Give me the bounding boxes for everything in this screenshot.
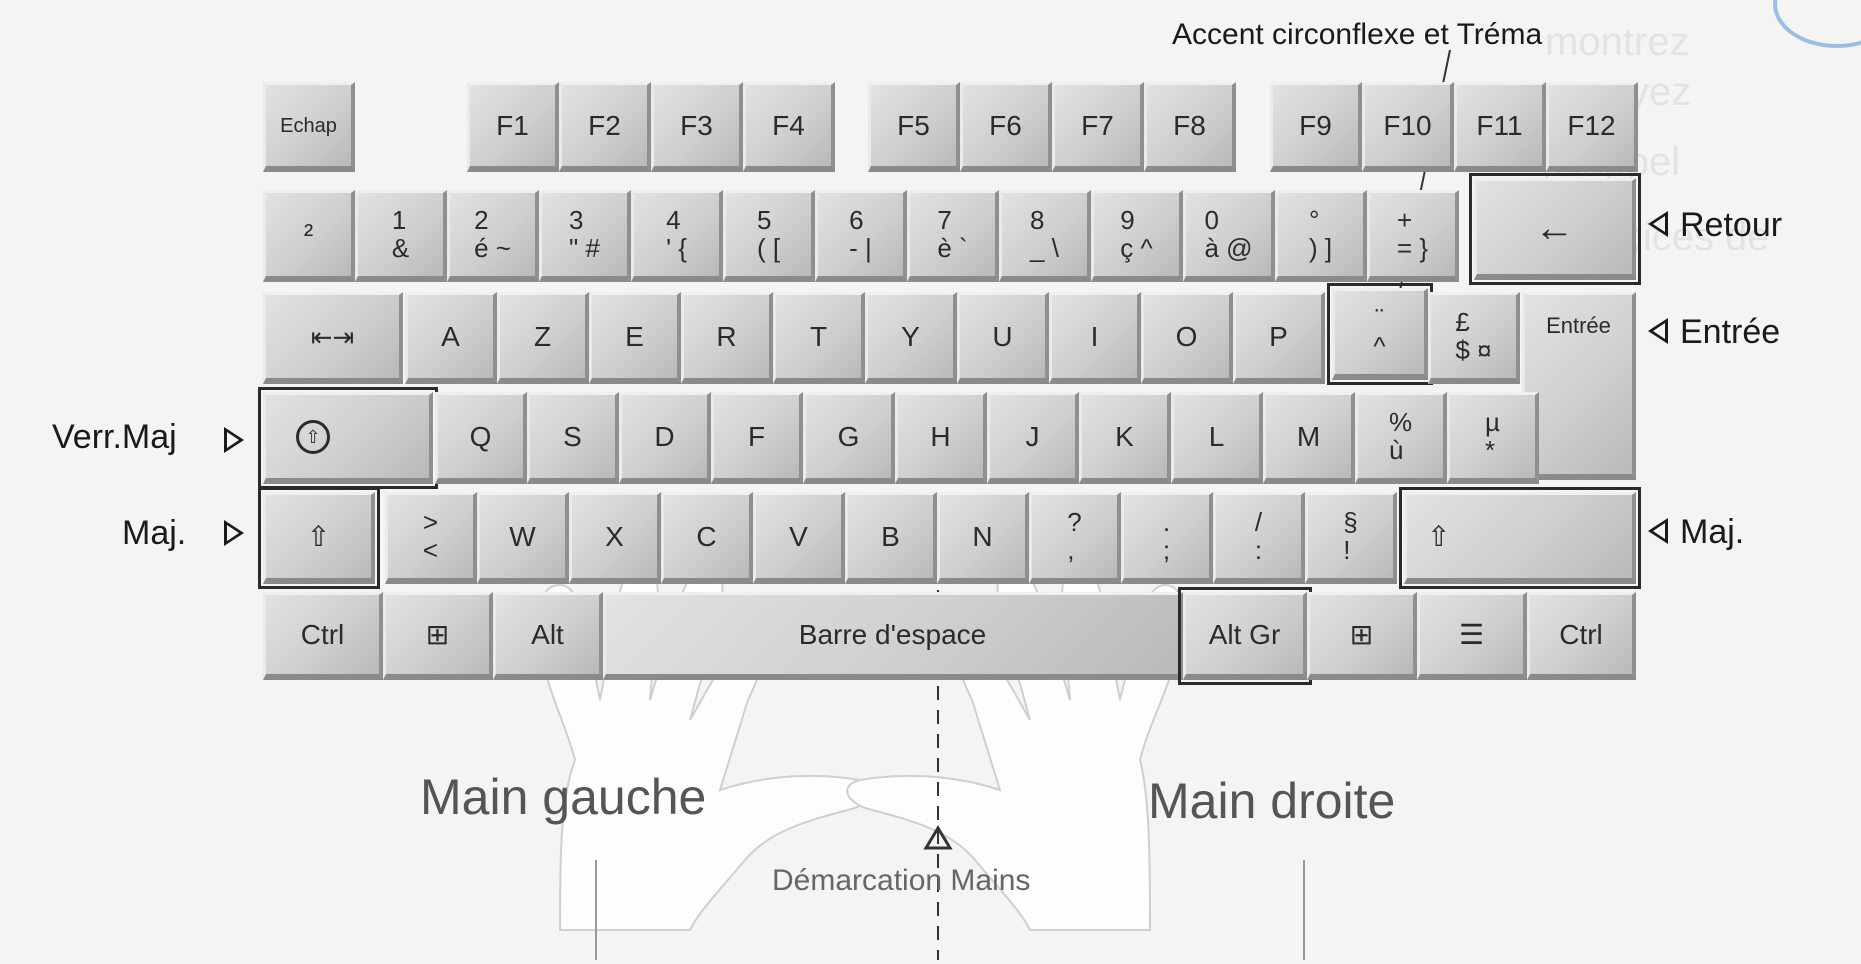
key-degree: °) ] bbox=[1275, 190, 1367, 282]
key-slash: /: bbox=[1213, 492, 1305, 584]
key-f8: F8 bbox=[1144, 82, 1236, 172]
key-8: 8_ \ bbox=[999, 190, 1091, 282]
key-6: 6- | bbox=[815, 190, 907, 282]
key-i: I bbox=[1049, 292, 1141, 384]
windows-icon: ⊞ bbox=[426, 621, 449, 649]
key-d: D bbox=[619, 392, 711, 484]
key-1: 1& bbox=[355, 190, 447, 282]
key-win-right: ⊞ bbox=[1307, 592, 1417, 680]
key-w: W bbox=[477, 492, 569, 584]
main-gauche-label: Main gauche bbox=[420, 768, 706, 826]
key-5: 5( [ bbox=[723, 190, 815, 282]
key-menu: ☰ bbox=[1417, 592, 1527, 680]
maj-right-arrow-icon bbox=[1648, 518, 1668, 544]
key-4: 4' { bbox=[631, 190, 723, 282]
main-droite-label: Main droite bbox=[1148, 772, 1395, 830]
key-f1: F1 bbox=[467, 82, 559, 172]
key-f2: F2 bbox=[559, 82, 651, 172]
key-space: Barre d'espace bbox=[603, 592, 1183, 680]
key-shift-left: ⇧ bbox=[263, 492, 375, 584]
key-c: C bbox=[661, 492, 753, 584]
key-f9: F9 bbox=[1270, 82, 1362, 172]
menu-icon: ☰ bbox=[1459, 621, 1484, 649]
key-v: V bbox=[753, 492, 845, 584]
key-a: A bbox=[405, 292, 497, 384]
key-t: T bbox=[773, 292, 865, 384]
key-s: S bbox=[527, 392, 619, 484]
key-shift-right: ⇧ bbox=[1404, 492, 1636, 584]
key-superscript2: ² bbox=[263, 190, 355, 282]
key-percent: %ù bbox=[1355, 392, 1447, 484]
verr-maj-arrow-icon bbox=[224, 427, 244, 453]
retour-arrow-icon bbox=[1648, 211, 1668, 237]
key-y: Y bbox=[865, 292, 957, 384]
key-echap: Echap bbox=[263, 82, 355, 172]
key-question: ?, bbox=[1029, 492, 1121, 584]
key-e: E bbox=[589, 292, 681, 384]
key-f3: F3 bbox=[651, 82, 743, 172]
key-f7: F7 bbox=[1052, 82, 1144, 172]
key-enter: Entrée bbox=[1522, 292, 1636, 480]
maj-left-label: Maj. bbox=[122, 514, 186, 553]
key-r: R bbox=[681, 292, 773, 384]
key-3: 3" # bbox=[539, 190, 631, 282]
key-ctrl-right: Ctrl bbox=[1527, 592, 1636, 680]
key-dot: .; bbox=[1121, 492, 1213, 584]
tab-icon: ⇤⇥ bbox=[311, 324, 355, 350]
verr-maj-label: Verr.Maj bbox=[52, 418, 177, 457]
key-win-left: ⊞ bbox=[383, 592, 493, 680]
key-pound: £$ ¤ bbox=[1428, 292, 1520, 384]
key-circumflex: ¨^ bbox=[1332, 288, 1428, 380]
accent-label: Accent circonflexe et Tréma bbox=[1172, 18, 1542, 52]
key-l: L bbox=[1171, 392, 1263, 484]
demarcation-label: Démarcation Mains bbox=[772, 864, 1030, 898]
key-p: P bbox=[1233, 292, 1325, 384]
maj-left-arrow-icon bbox=[224, 520, 244, 546]
maj-right-label: Maj. bbox=[1680, 513, 1744, 552]
shift-right-icon: ⇧ bbox=[1427, 523, 1450, 551]
key-h: H bbox=[895, 392, 987, 484]
key-f4: F4 bbox=[743, 82, 835, 172]
key-angle: >< bbox=[385, 492, 477, 584]
key-f10: F10 bbox=[1362, 82, 1454, 172]
key-capslock: ⇧ bbox=[263, 392, 433, 484]
shift-left-icon: ⇧ bbox=[307, 523, 330, 551]
key-o: O bbox=[1141, 292, 1233, 384]
entree-arrow-icon bbox=[1648, 318, 1668, 344]
key-section: §! bbox=[1305, 492, 1397, 584]
key-z: Z bbox=[497, 292, 589, 384]
key-plus: += } bbox=[1367, 190, 1459, 282]
key-j: J bbox=[987, 392, 1079, 484]
key-alt: Alt bbox=[493, 592, 603, 680]
key-k: K bbox=[1079, 392, 1171, 484]
key-backspace: ← bbox=[1474, 178, 1636, 280]
key-b: B bbox=[845, 492, 937, 584]
capslock-icon: ⇧ bbox=[296, 420, 330, 454]
retour-label: Retour bbox=[1680, 206, 1782, 245]
key-q: Q bbox=[435, 392, 527, 484]
key-f12: F12 bbox=[1546, 82, 1638, 172]
key-x: X bbox=[569, 492, 661, 584]
key-tab: ⇤⇥ bbox=[263, 292, 403, 384]
key-n: N bbox=[937, 492, 1029, 584]
windows-icon: ⊞ bbox=[1350, 621, 1373, 649]
key-altgr: Alt Gr bbox=[1183, 592, 1307, 680]
key-f5: F5 bbox=[868, 82, 960, 172]
key-g: G bbox=[803, 392, 895, 484]
key-m: M bbox=[1263, 392, 1355, 484]
key-f11: F11 bbox=[1454, 82, 1546, 172]
key-mu: µ* bbox=[1447, 392, 1539, 484]
entree-label: Entrée bbox=[1680, 313, 1780, 352]
key-ctrl-left: Ctrl bbox=[263, 592, 383, 680]
backspace-arrow-icon: ← bbox=[1535, 208, 1575, 248]
key-u: U bbox=[957, 292, 1049, 384]
key-f: F bbox=[711, 392, 803, 484]
key-f6: F6 bbox=[960, 82, 1052, 172]
